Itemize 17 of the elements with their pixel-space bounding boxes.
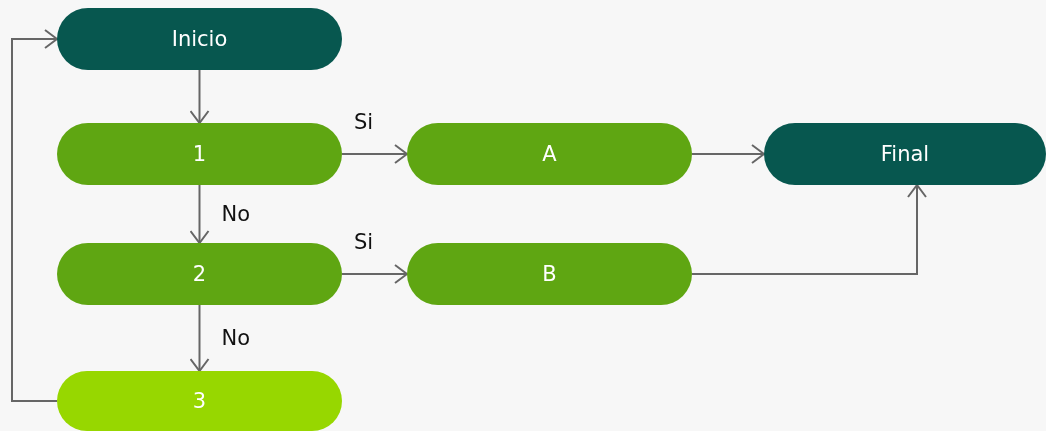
- node-label: 1: [192, 142, 207, 166]
- arrow: [11, 29, 58, 402]
- node-label: A: [542, 142, 557, 166]
- arrow: [189, 184, 210, 244]
- node-label: Final: [880, 142, 930, 166]
- arrow: [189, 69, 210, 124]
- node-label: 2: [192, 262, 207, 286]
- node-label: B: [542, 262, 557, 286]
- arrow: [341, 144, 408, 164]
- terminal-box: [764, 123, 1046, 185]
- arrow: [189, 304, 210, 372]
- arrow: [341, 264, 408, 284]
- node-label: 3: [192, 389, 207, 413]
- arrow: [691, 144, 765, 164]
- arrow: [691, 184, 927, 275]
- process-box: [57, 371, 342, 431]
- node-label: Inicio: [171, 27, 228, 51]
